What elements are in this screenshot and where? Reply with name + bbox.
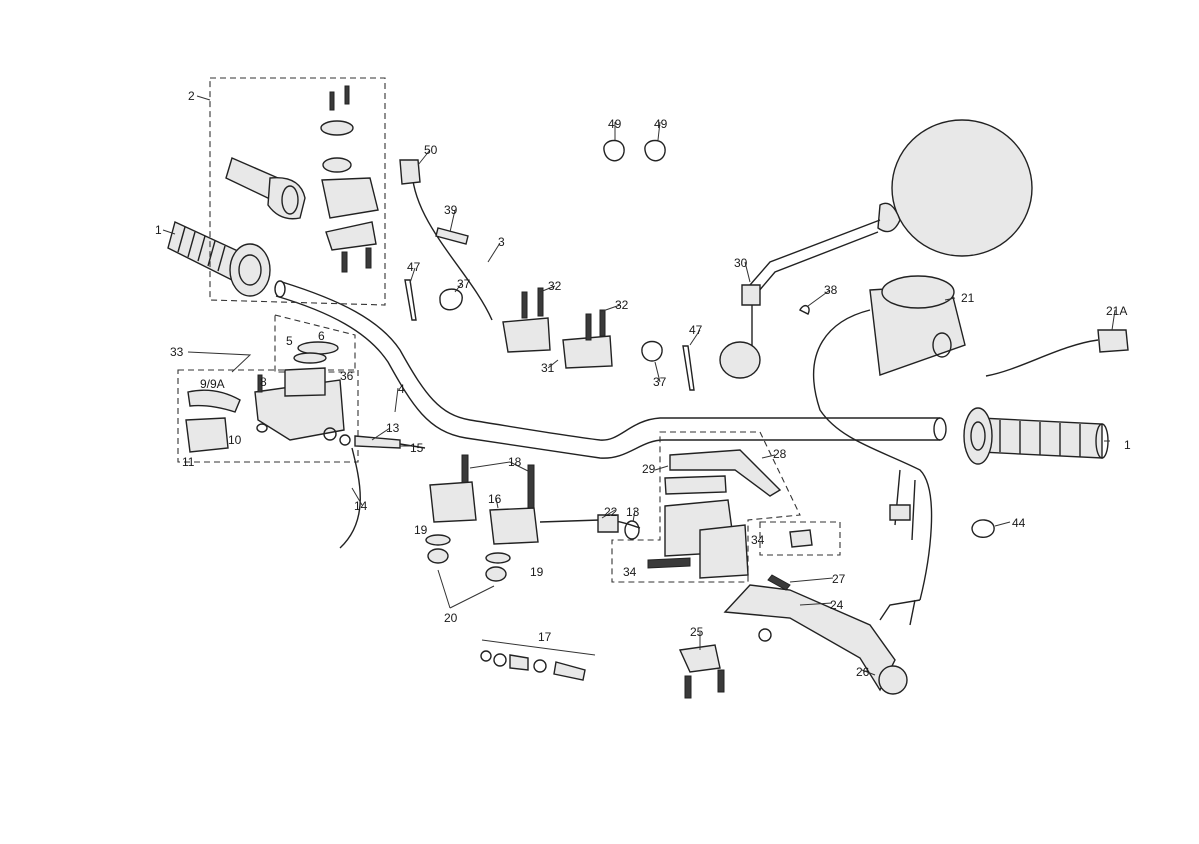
label-37-left: 37 <box>457 277 471 291</box>
label-3: 3 <box>498 235 505 249</box>
label-24: 24 <box>830 598 844 612</box>
brake-master-cylinder <box>611 431 841 583</box>
pivot-pin-kit <box>480 639 596 681</box>
label-2: 2 <box>188 89 195 103</box>
label-19-left: 19 <box>414 523 428 537</box>
label-1-left: 1 <box>155 223 162 237</box>
label-13-left: 13 <box>386 421 400 435</box>
cable-clips <box>404 139 995 538</box>
label-25: 25 <box>690 625 704 639</box>
label-15: 15 <box>410 441 424 455</box>
label-34-right: 34 <box>751 533 765 547</box>
switch-bracket <box>678 644 725 699</box>
label-34-left: 34 <box>623 565 637 579</box>
label-8: 8 <box>260 375 267 389</box>
label-47-left: 47 <box>407 260 421 274</box>
label-39: 39 <box>444 203 458 217</box>
label-16: 16 <box>488 492 502 506</box>
label-21a: 21A <box>1106 304 1127 318</box>
handlebar-tube <box>274 280 947 459</box>
label-4: 4 <box>398 382 405 396</box>
label-44: 44 <box>1012 516 1026 530</box>
label-30: 30 <box>734 256 748 270</box>
label-29: 29 <box>642 462 656 476</box>
label-18: 18 <box>508 455 522 469</box>
label-49-right: 49 <box>654 117 668 131</box>
label-19-right: 19 <box>530 565 544 579</box>
choke-cable <box>399 159 493 321</box>
label-50: 50 <box>424 143 438 157</box>
label-9-9a: 9/9A <box>200 377 225 391</box>
leader-lines <box>162 95 1116 676</box>
label-20: 20 <box>444 611 458 625</box>
label-47-right: 47 <box>689 323 703 337</box>
label-28: 28 <box>773 447 787 461</box>
left-grip <box>167 221 271 297</box>
label-37-right: 37 <box>653 375 667 389</box>
label-6: 6 <box>318 329 325 343</box>
label-31: 31 <box>541 361 555 375</box>
connector <box>985 329 1129 377</box>
brake-hose <box>539 514 641 540</box>
part-labels: 1 1 2 3 4 5 6 8 9/9A 10 11 13 13 14 15 1… <box>155 89 1131 679</box>
label-5: 5 <box>286 334 293 348</box>
label-27: 27 <box>832 572 846 586</box>
label-1-right: 1 <box>1124 438 1131 452</box>
brake-lever <box>723 574 908 695</box>
clutch-cable <box>339 434 426 549</box>
label-38: 38 <box>824 283 838 297</box>
handlebar-switch <box>812 275 966 626</box>
label-32-right: 32 <box>615 298 629 312</box>
label-14: 14 <box>354 499 368 513</box>
label-32-left: 32 <box>548 279 562 293</box>
throttle-assembly <box>209 77 386 306</box>
right-grip <box>963 407 1109 465</box>
label-26: 26 <box>856 665 870 679</box>
label-10: 10 <box>228 433 242 447</box>
left-control-assembly <box>177 314 359 463</box>
label-21: 21 <box>961 291 975 305</box>
label-13-right: 13 <box>626 505 640 519</box>
mirror <box>719 119 1033 379</box>
label-49-left: 49 <box>608 117 622 131</box>
label-36: 36 <box>340 369 354 383</box>
lower-clamp <box>425 454 539 609</box>
label-17: 17 <box>538 630 552 644</box>
label-33: 33 <box>170 345 184 359</box>
label-11: 11 <box>182 455 195 469</box>
label-22: 22 <box>604 505 618 519</box>
handlebar-clamps <box>502 287 613 369</box>
